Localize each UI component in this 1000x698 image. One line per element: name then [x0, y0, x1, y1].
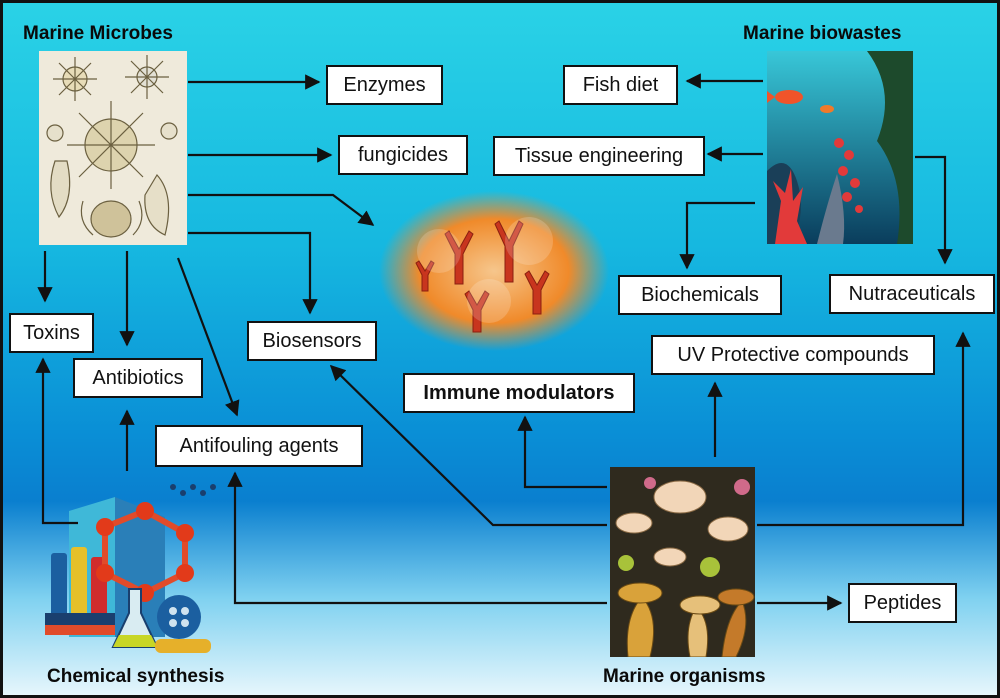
marine-biowastes-illustration: [767, 51, 913, 244]
arrow-organisms-nutraceuticals: [757, 331, 971, 527]
arrow-biowastes-biochemicals: [679, 201, 755, 270]
heading-marine-organisms: Marine organisms: [603, 666, 766, 687]
chemical-synthesis-illustration: [45, 484, 216, 653]
node-fish-diet: Fish diet: [563, 65, 678, 105]
node-toxins: Toxins: [9, 313, 94, 353]
heading-marine-biowastes: Marine biowastes: [743, 23, 902, 44]
node-immune-modulators: Immune modulators: [403, 373, 635, 413]
arrow-microbes-immune: [188, 193, 375, 226]
arrow-biowastes-nutraceuticals: [915, 155, 953, 265]
node-biochemicals: Biochemicals: [618, 275, 782, 315]
arrow-chem-toxins: [35, 357, 78, 525]
arrow-organisms-antifouling: [227, 471, 607, 605]
heading-marine-microbes: Marine Microbes: [23, 23, 173, 44]
node-fungicides: fungicides: [338, 135, 468, 175]
marine-microbes-illustration: [39, 51, 187, 245]
node-uv-protective: UV Protective compounds: [651, 335, 935, 375]
node-biosensors: Biosensors: [247, 321, 377, 361]
marine-organisms-illustration: [610, 467, 755, 657]
arrow-organisms-immune: [517, 415, 607, 489]
node-peptides: Peptides: [848, 583, 957, 623]
node-nutraceuticals: Nutraceuticals: [829, 274, 995, 314]
arrow-microbes-biosensors: [188, 231, 318, 315]
arrow-microbes-antifouling: [176, 257, 240, 417]
arrow-organisms-biosensors: [329, 364, 607, 527]
node-enzymes: Enzymes: [326, 65, 443, 105]
immune-molecules-illustration: [379, 191, 609, 351]
flow-arrows: [35, 73, 971, 611]
node-tissue-engineering: Tissue engineering: [493, 136, 705, 176]
node-antibiotics: Antibiotics: [73, 358, 203, 398]
heading-chemical-synthesis: Chemical synthesis: [47, 666, 225, 687]
node-antifouling: Antifouling agents: [155, 425, 363, 467]
